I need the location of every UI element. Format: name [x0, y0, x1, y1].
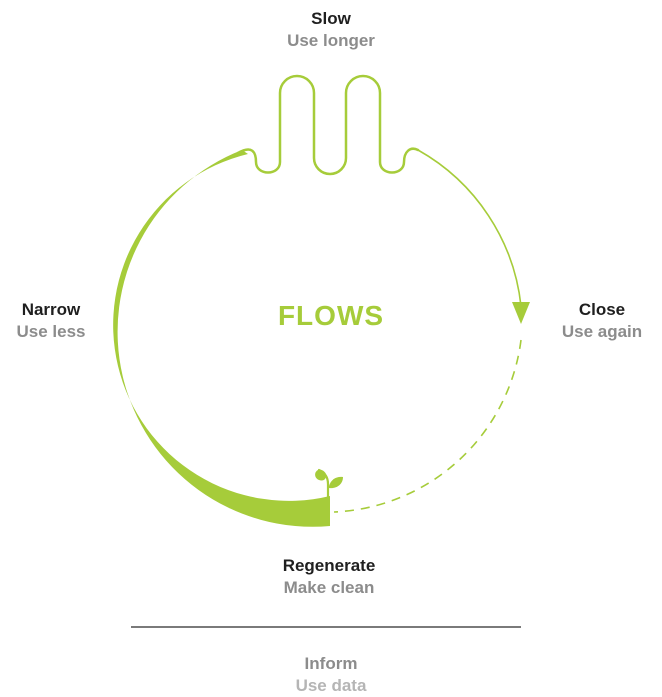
node-close-subtitle: Use again	[561, 322, 643, 341]
node-regenerate-subtitle: Make clean	[283, 578, 375, 597]
node-inform-title: Inform	[304, 654, 358, 673]
node-slow-title: Slow	[311, 9, 351, 28]
node-inform: Inform Use data	[231, 653, 431, 697]
slow-loops	[236, 74, 420, 176]
center-title: FLOWS	[277, 300, 385, 331]
node-inform-subtitle: Use data	[295, 676, 367, 695]
regenerate-dashed-arc	[333, 339, 522, 513]
divider-line	[131, 626, 521, 628]
node-close-title: Close	[578, 300, 626, 319]
node-close: Close Use again	[542, 299, 662, 343]
close-arc	[417, 149, 522, 307]
node-regenerate: Regenerate Make clean	[229, 555, 429, 599]
node-narrow-subtitle: Use less	[16, 322, 86, 341]
sprout-icon	[315, 468, 343, 500]
node-narrow: Narrow Use less	[0, 299, 102, 343]
arrow-head-icon	[512, 302, 530, 324]
node-regenerate-title: Regenerate	[282, 556, 376, 575]
node-slow-subtitle: Use longer	[287, 31, 375, 50]
node-slow: Slow Use longer	[231, 8, 431, 52]
node-narrow-title: Narrow	[21, 300, 81, 319]
narrow-arc	[113, 150, 331, 527]
